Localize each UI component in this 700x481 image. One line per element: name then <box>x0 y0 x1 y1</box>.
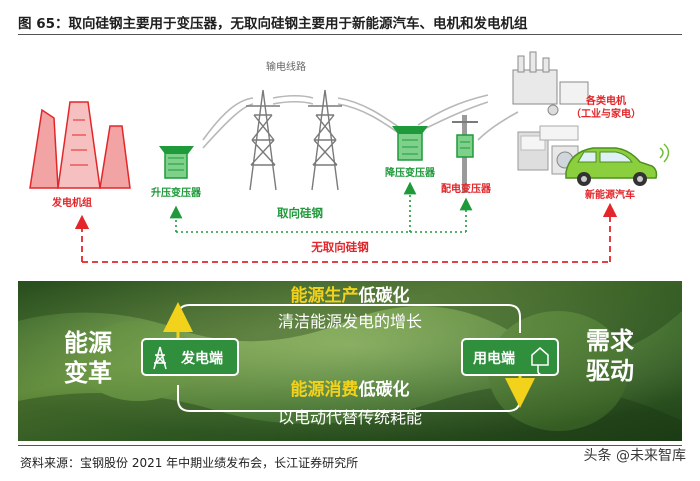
distribution-transformer-icon <box>452 115 478 193</box>
bottom-statement: 能源消费低碳化 <box>291 379 410 400</box>
step-up-transformer-icon <box>159 146 194 178</box>
consumption-end-box: 用电端 <box>462 339 558 375</box>
left-label-line1: 能源 <box>64 329 112 357</box>
power-plant-icon <box>30 102 130 188</box>
figure-source: 资料来源：宝钢股份 2021 年中期业绩发布会，长江证券研究所 <box>20 454 358 471</box>
transmission-tower-icon <box>308 90 342 190</box>
ev-car-icon <box>566 144 669 186</box>
right-label-line2: 驱动 <box>586 357 634 385</box>
watermark-text: 头条 @未来智库 <box>584 445 686 465</box>
watermark: 头条 @未来智库 <box>584 445 686 465</box>
transmission-line-label: 输电线路 <box>266 60 306 73</box>
consumption-end-label: 用电端 <box>473 350 515 367</box>
ev-label: 新能源汽车 <box>585 188 635 201</box>
right-label-line1: 需求 <box>586 327 634 355</box>
top-statement-em: 能源生产 <box>291 285 359 306</box>
top-statement: 能源生产低碳化 <box>291 285 410 306</box>
top-statement-rest: 低碳化 <box>358 285 410 306</box>
generation-end-box: 发电端 <box>142 339 238 375</box>
power-plant-label: 发电机组 <box>51 196 92 209</box>
bottom-statement-em: 能源消费 <box>291 379 359 400</box>
power-chain-diagram: 输电线路 发电机组 升压变压器 降压变压器 <box>18 40 682 280</box>
generation-end-label: 发电端 <box>180 350 223 367</box>
oriented-steel-label: 取向硅钢 <box>277 206 323 220</box>
bottom-statement-rest: 低碳化 <box>358 379 410 400</box>
bottom-subtext: 以电动代替传统耗能 <box>278 408 422 427</box>
energy-transition-panel: 能源 变革 需求 驱动 能源生产低碳化 清洁能源发电的增长 发电端 用电端 能源… <box>18 281 682 441</box>
distribution-label: 配电变压器 <box>441 182 492 195</box>
top-subtext: 清洁能源发电的增长 <box>278 312 422 331</box>
factory-icon <box>513 52 588 115</box>
non-oriented-steel-label: 无取向硅钢 <box>310 240 369 254</box>
step-down-label: 降压变压器 <box>385 166 436 179</box>
non-oriented-steel-flow <box>82 210 610 262</box>
left-label-line2: 变革 <box>64 359 112 387</box>
figure-title-bar: 图 65：取向硅钢主要用于变压器，无取向硅钢主要用于新能源汽车、电机和发电机组 <box>18 10 682 35</box>
source-divider <box>18 445 682 446</box>
step-up-label: 升压变压器 <box>151 186 202 199</box>
step-down-transformer-icon <box>392 126 428 160</box>
figure-title: 图 65：取向硅钢主要用于变压器，无取向硅钢主要用于新能源汽车、电机和发电机组 <box>18 12 528 32</box>
